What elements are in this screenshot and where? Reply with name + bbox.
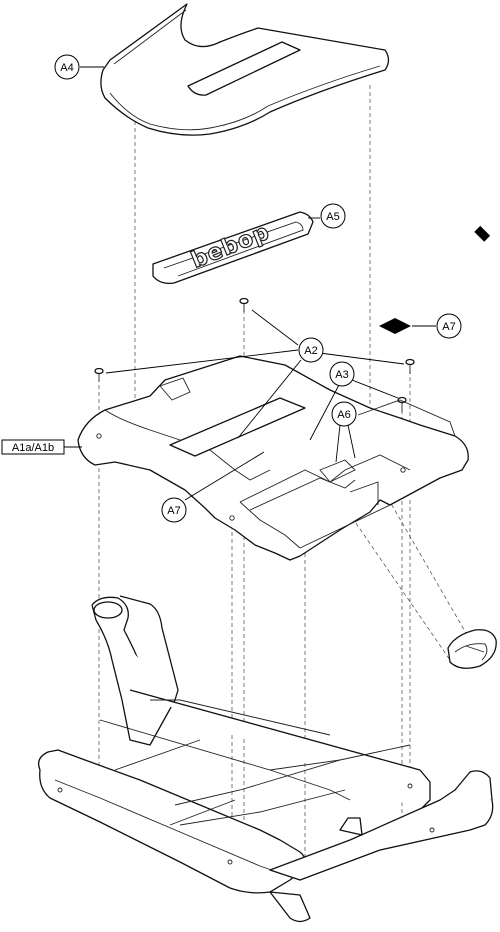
- adhesive-pad: [379, 318, 411, 334]
- callout-a7-bottom: A7: [161, 497, 187, 523]
- adhesive-pad: [474, 225, 491, 242]
- callout-a5: A5: [320, 203, 346, 229]
- callout-label-a2: A2: [304, 345, 317, 357]
- screw: [94, 367, 104, 382]
- clip-bracket-part: [447, 629, 497, 669]
- callout-a1: A1a/A1b: [1, 439, 65, 455]
- callout-label-a6: A6: [337, 409, 350, 421]
- callout-label-a3: A3: [335, 369, 348, 381]
- callout-a4: A4: [54, 54, 80, 80]
- callout-label-a4: A4: [60, 62, 73, 74]
- base-frame-part: [37, 595, 494, 923]
- callout-label-a5: A5: [326, 211, 339, 223]
- callout-label-a7-bottom: A7: [167, 505, 180, 517]
- screw: [397, 396, 407, 412]
- callout-label-a1: A1a/A1b: [12, 442, 54, 454]
- screw: [239, 297, 249, 312]
- logo-plate-part: bebop: [152, 211, 314, 284]
- screw: [405, 358, 415, 374]
- leader-lines: [64, 66, 436, 501]
- callout-a2: A2: [298, 337, 324, 363]
- seat-shroud-part: [77, 355, 469, 561]
- logo-text: bebop: [188, 220, 274, 274]
- callout-a7-top: A7: [436, 313, 462, 339]
- seat-pad-part: [100, 3, 390, 136]
- callout-label-a7-top: A7: [442, 321, 455, 333]
- callout-a6: A6: [331, 401, 357, 427]
- callout-a3: A3: [329, 361, 355, 387]
